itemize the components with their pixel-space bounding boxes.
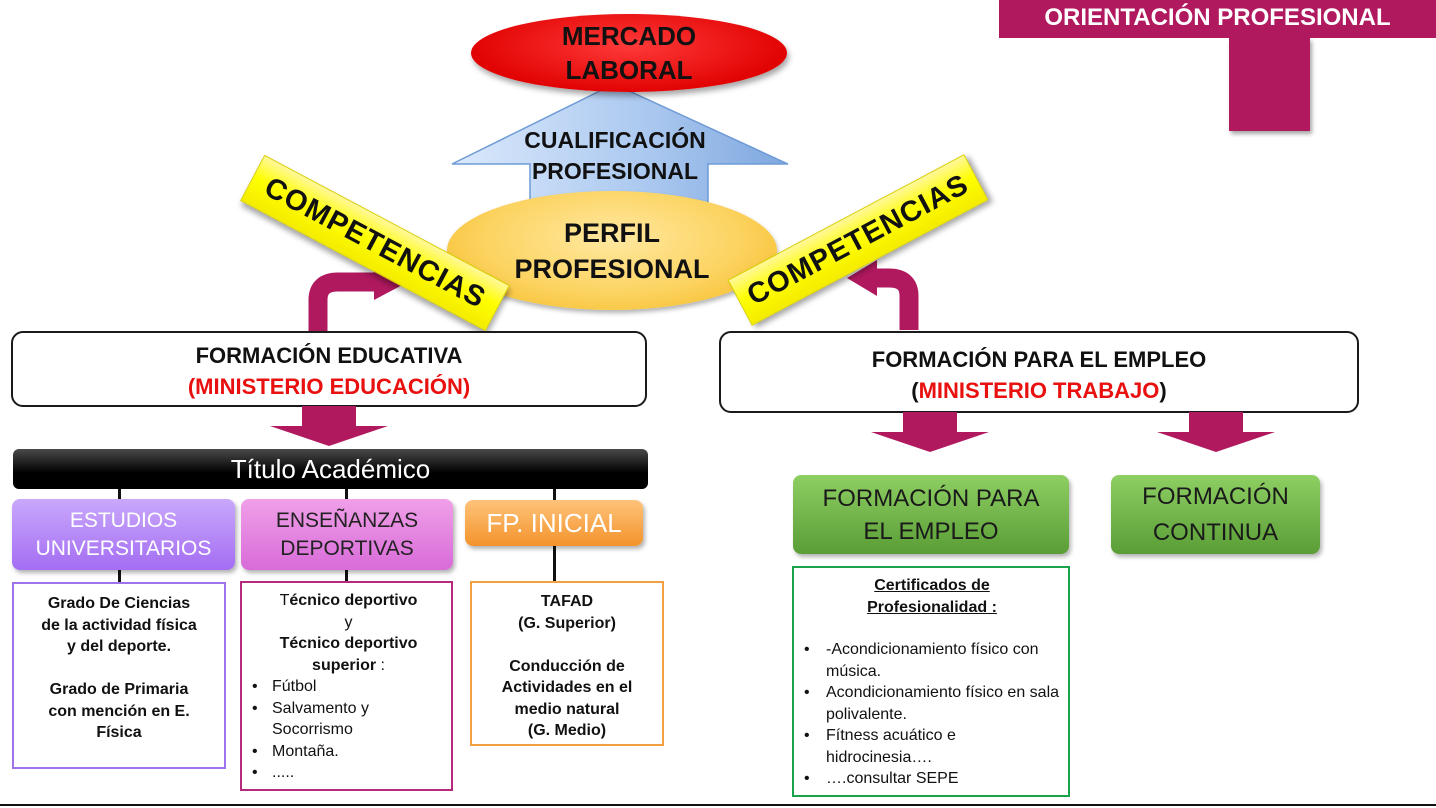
univ-detail-line: Grado De Ciencias (47, 595, 191, 612)
fp-detail-line: medio natural (514, 700, 620, 718)
orientacion-badge: ORIENTACIÓN PROFESIONAL (999, 0, 1436, 38)
cualificacion-line-2: PROFESIONAL (531, 158, 699, 184)
connector-line (118, 570, 121, 582)
univ-line-2: UNIVERSITARIOS (35, 536, 212, 560)
mercado-line-2: LABORAL (565, 55, 693, 85)
superior-word: superior (312, 656, 377, 674)
univ-detail-line: y del deporte. (66, 638, 172, 655)
connector-line (345, 489, 348, 499)
deportivas-detail: Técnico deportivo y Técnico deportivo su… (240, 581, 453, 791)
formacion-educativa-title: FORMACIÓN EDUCATIVA (195, 343, 463, 368)
down-arrow-icon (871, 412, 989, 452)
tecnico-rest: écnico deportivo (289, 592, 418, 609)
tecnico-prefix: T (279, 592, 290, 609)
fp-detail-line: (G. Superior) (518, 614, 616, 632)
up-arrow-icon (451, 83, 789, 217)
certificados-list: -Acondicionamiento físico con música. Ac… (804, 639, 1060, 790)
univ-detail-line: con mención en E. (48, 702, 190, 720)
formacion-educativa-panel: FORMACIÓN EDUCATIVA (MINISTERIO EDUCACIÓ… (11, 331, 647, 407)
down-arrow-icon (1157, 412, 1275, 452)
empleo-line-1: FORMACIÓN PARA (822, 484, 1040, 512)
y-line: y (344, 613, 353, 631)
univ-detail-line: Física (96, 724, 142, 741)
empleo-line-2: EL EMPLEO (863, 517, 999, 545)
mercado-laboral-ellipse: MERCADO LABORAL (471, 14, 787, 92)
certificados-title-line-2: Profesionalidad : (867, 598, 997, 616)
fp-inicial-box: FP. INICIAL (465, 500, 643, 546)
list-item: Montaña. (252, 741, 445, 763)
list-item: -Acondicionamiento físico con música. (804, 639, 1060, 682)
mercado-line-1: MERCADO (561, 21, 697, 51)
paren-close: ) (1159, 378, 1167, 403)
cualificacion-line-1: CUALIFICACIÓN (524, 127, 706, 153)
fp-detail-line: TAFAD (540, 593, 594, 610)
dep-line-2: DEPORTIVAS (280, 536, 414, 560)
list-item: Fútbol (252, 676, 445, 698)
perfil-line-2: PROFESIONAL (514, 253, 710, 284)
perfil-line-1: PERFIL (563, 217, 660, 248)
continua-line-1: FORMACIÓN (1142, 482, 1289, 510)
formacion-empleo-title: FORMACIÓN PARA EL EMPLEO (871, 347, 1207, 372)
deportes-list: Fútbol Salvamento y Socorrismo Montaña. … (252, 676, 445, 784)
estudios-universitarios-box: ESTUDIOS UNIVERSITARIOS (12, 499, 235, 570)
cualificacion-label: CUALIFICACIÓN PROFESIONAL (470, 125, 760, 187)
univ-detail-line: Grado de Primaria (49, 681, 189, 698)
superior-colon: : (376, 656, 385, 674)
connector-line (118, 489, 121, 499)
ministerio-educacion: (MINISTERIO EDUCACIÓN) (187, 374, 471, 399)
formacion-para-el-empleo-box: FORMACIÓN PARA EL EMPLEO (793, 475, 1069, 554)
connector-line (553, 546, 556, 581)
tecnico-deportivo-line: Técnico deportivo (252, 590, 445, 612)
paren-open: ( (911, 378, 919, 403)
curved-arrow-icon (847, 260, 919, 330)
ministerio-trabajo-line: (MINISTERIO TRABAJO) (721, 375, 1357, 406)
universitarios-detail: Grado De Ciencias de la actividad física… (12, 582, 226, 769)
connector-line (553, 489, 556, 500)
dep-line-1: ENSEÑANZAS (275, 508, 419, 532)
univ-line-1: ESTUDIOS (69, 508, 178, 532)
certificados-title: Certificados de Profesionalidad : (804, 575, 1060, 618)
fp-detail-line: Actividades en el (501, 679, 633, 696)
bottom-divider (0, 804, 1436, 806)
titulo-academico-bar: Título Académico (13, 449, 648, 489)
perfil-profesional-ellipse: PERFIL PROFESIONAL (447, 191, 777, 310)
certificados-title-line-1: Certificados de (874, 577, 990, 594)
fp-inicial-detail: TAFAD (G. Superior) Conducción de Activi… (470, 581, 664, 746)
formacion-continua-box: FORMACIÓN CONTINUA (1111, 475, 1320, 554)
down-arrow-icon (270, 406, 388, 446)
tecnico-superior-line-2: superior : (252, 655, 445, 677)
list-item: Acondicionamiento físico en sala polival… (804, 682, 1060, 725)
continua-line-2: CONTINUA (1152, 518, 1279, 546)
univ-detail-line: de la actividad física (41, 616, 197, 634)
list-item: ….consultar SEPE (804, 768, 1060, 790)
fp-detail-line: (G. Medio) (527, 722, 607, 739)
certificados-detail: Certificados de Profesionalidad : -Acond… (792, 566, 1070, 797)
connector-line (345, 570, 348, 581)
list-item: ..... (252, 762, 445, 784)
list-item: Salvamento y Socorrismo (252, 698, 402, 741)
ensenanzas-deportivas-box: ENSEÑANZAS DEPORTIVAS (241, 499, 453, 570)
fp-detail-line: Conducción de (509, 657, 625, 675)
list-item: Fítness acuático e hidrocinesia…. (804, 725, 1001, 768)
badge-tab-decoration (1229, 38, 1310, 131)
tecnico-superior-line-1: Técnico deportivo (279, 635, 418, 652)
formacion-empleo-panel: FORMACIÓN PARA EL EMPLEO (MINISTERIO TRA… (719, 331, 1359, 413)
ministerio-trabajo: MINISTERIO TRABAJO (918, 378, 1160, 403)
